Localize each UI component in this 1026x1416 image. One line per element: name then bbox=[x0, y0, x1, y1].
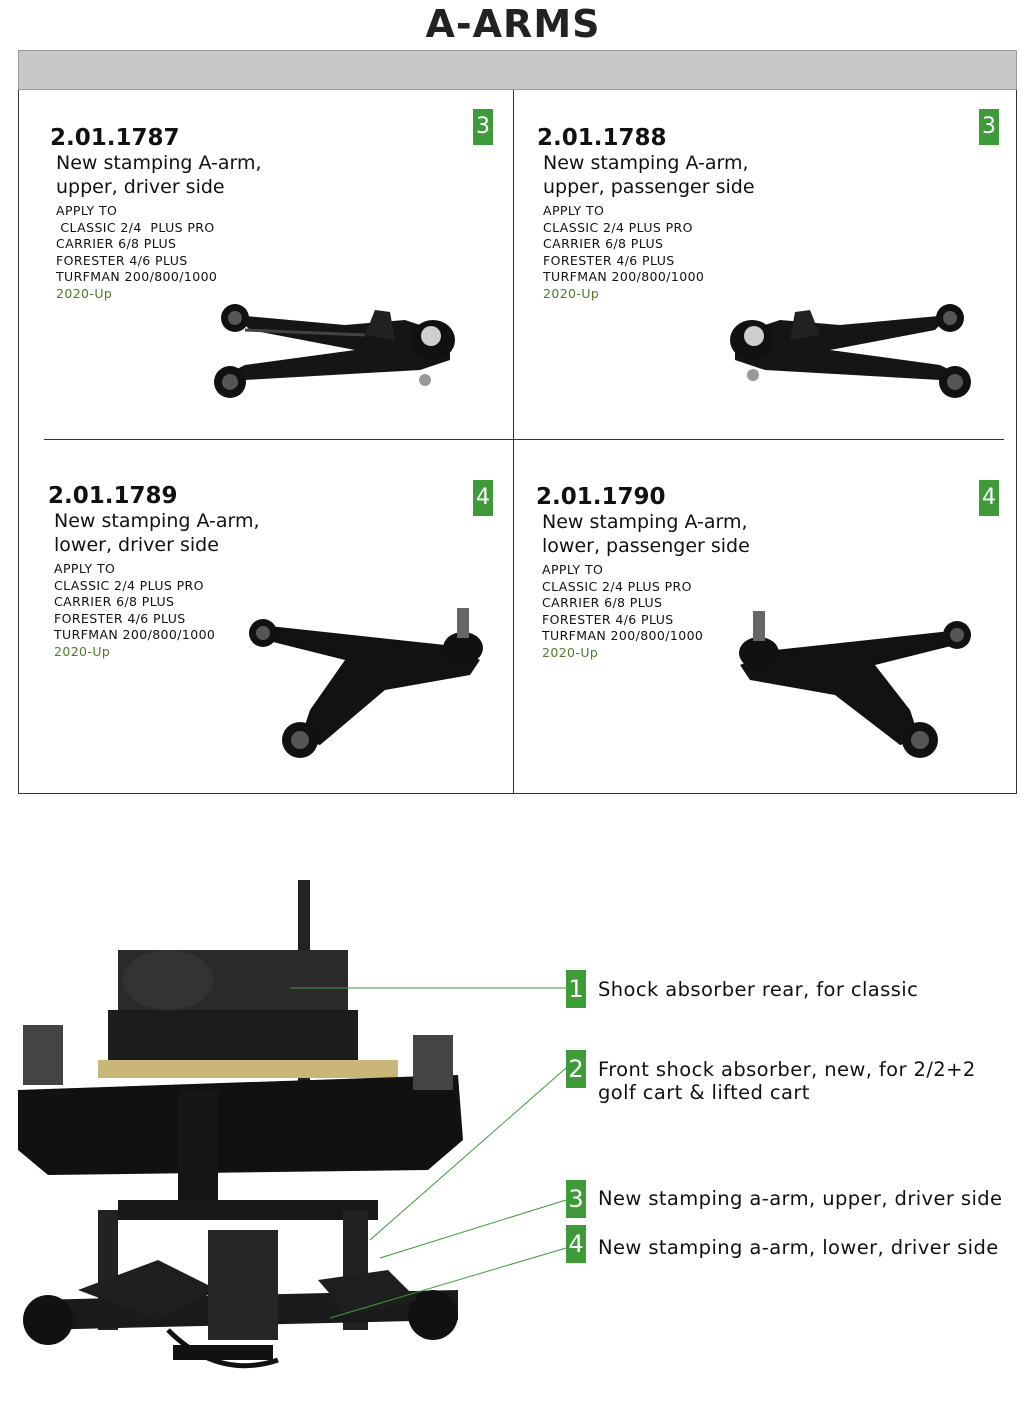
part-desc-line1: New stamping A-arm, bbox=[542, 511, 748, 533]
quantity-badge: 3 bbox=[473, 109, 493, 145]
part-number: 2.01.1789 bbox=[48, 483, 178, 509]
part-number: 2.01.1790 bbox=[536, 484, 666, 510]
model-item: TURFMAN 200/800/1000 bbox=[543, 269, 705, 285]
callout-number-badge: 1 bbox=[566, 970, 586, 1008]
model-item: CARRIER 6/8 PLUS bbox=[56, 236, 177, 252]
callout-text: New stamping a-arm, upper, driver side bbox=[598, 1187, 1003, 1210]
upper-a-arm-driver-image bbox=[214, 304, 455, 398]
apply-list: APPLY TO CLASSIC 2/4 PLUS PRO CARRIER 6/… bbox=[54, 561, 488, 661]
model-item: CLASSIC 2/4 PLUS PRO bbox=[56, 219, 215, 235]
model-item: CLASSIC 2/4 PLUS PRO bbox=[54, 577, 204, 593]
header-bar bbox=[18, 50, 1017, 90]
model-year: 2020-Up bbox=[542, 644, 599, 660]
apply-list: APPLY TO CLASSIC 2/4 PLUS PRO CARRIER 6/… bbox=[542, 562, 976, 662]
product-card-1789: 2.01.1789 New stamping A-arm, lower, dri… bbox=[48, 483, 488, 661]
apply-label: APPLY TO bbox=[543, 203, 605, 218]
part-number: 2.01.1788 bbox=[537, 125, 667, 151]
golf-cart-chassis-image bbox=[18, 880, 463, 1369]
upper-a-arm-passenger-image bbox=[730, 304, 971, 398]
model-item: TURFMAN 200/800/1000 bbox=[54, 627, 216, 643]
model-item: CLASSIC 2/4 PLUS PRO bbox=[542, 578, 692, 594]
model-item: FORESTER 4/6 PLUS bbox=[542, 611, 674, 627]
apply-label: APPLY TO bbox=[54, 561, 116, 576]
quantity-badge: 3 bbox=[979, 109, 999, 145]
model-item: FORESTER 4/6 PLUS bbox=[56, 252, 188, 268]
part-desc-line1: New stamping A-arm, bbox=[543, 152, 749, 174]
model-item: CARRIER 6/8 PLUS bbox=[543, 236, 664, 252]
callout-number-badge: 2 bbox=[566, 1050, 586, 1088]
model-item: CARRIER 6/8 PLUS bbox=[542, 595, 663, 611]
apply-list: APPLY TO CLASSIC 2/4 PLUS PRO CARRIER 6/… bbox=[543, 203, 977, 303]
vertical-divider bbox=[513, 90, 514, 794]
apply-label: APPLY TO bbox=[56, 203, 118, 218]
callout-text: New stamping a-arm, lower, driver side bbox=[598, 1236, 999, 1259]
part-desc-line1: New stamping A-arm, bbox=[54, 510, 260, 532]
model-item: CLASSIC 2/4 PLUS PRO bbox=[543, 219, 693, 235]
page-title: A-ARMS bbox=[425, 2, 601, 46]
horizontal-divider bbox=[44, 439, 1004, 440]
model-year: 2020-Up bbox=[54, 643, 111, 659]
product-grid bbox=[18, 90, 1017, 794]
model-year: 2020-Up bbox=[543, 285, 600, 301]
model-item: TURFMAN 200/800/1000 bbox=[56, 269, 218, 285]
lower-a-arm-passenger-image bbox=[739, 611, 971, 758]
lower-a-arm-driver-image bbox=[249, 608, 483, 758]
apply-list: APPLY TO CLASSIC 2/4 PLUS PRO CARRIER 6/… bbox=[56, 203, 490, 303]
quantity-badge: 4 bbox=[473, 480, 493, 516]
part-desc-line2: lower, passenger side bbox=[542, 535, 750, 557]
callout-number-badge: 4 bbox=[566, 1225, 586, 1263]
part-desc-line2: lower, driver side bbox=[54, 534, 219, 556]
part-number: 2.01.1787 bbox=[50, 125, 180, 151]
callout-text: Shock absorber rear, for classic bbox=[598, 978, 919, 1001]
callout-number-badge: 3 bbox=[566, 1180, 586, 1218]
callout-text: Front shock absorber, new, for 2/2+2 gol… bbox=[598, 1058, 1018, 1104]
quantity-badge: 4 bbox=[979, 480, 999, 516]
model-item: CARRIER 6/8 PLUS bbox=[54, 594, 175, 610]
part-desc-line1: New stamping A-arm, bbox=[56, 152, 262, 174]
model-year: 2020-Up bbox=[56, 285, 113, 301]
model-item: TURFMAN 200/800/1000 bbox=[542, 628, 704, 644]
product-card-1787: 2.01.1787 New stamping A-arm, upper, dri… bbox=[50, 125, 490, 303]
product-card-1788: 2.01.1788 New stamping A-arm, upper, pas… bbox=[537, 125, 977, 303]
model-item: FORESTER 4/6 PLUS bbox=[54, 610, 186, 626]
part-desc-line2: upper, passenger side bbox=[543, 176, 755, 198]
apply-label: APPLY TO bbox=[542, 562, 604, 577]
part-desc-line2: upper, driver side bbox=[56, 176, 225, 198]
product-card-1790: 2.01.1790 New stamping A-arm, lower, pas… bbox=[536, 484, 976, 662]
model-item: FORESTER 4/6 PLUS bbox=[543, 252, 675, 268]
callout-text-line2: golf cart & lifted cart bbox=[598, 1081, 810, 1104]
callout-text-line1: Front shock absorber, new, for 2/2+2 bbox=[598, 1058, 976, 1081]
